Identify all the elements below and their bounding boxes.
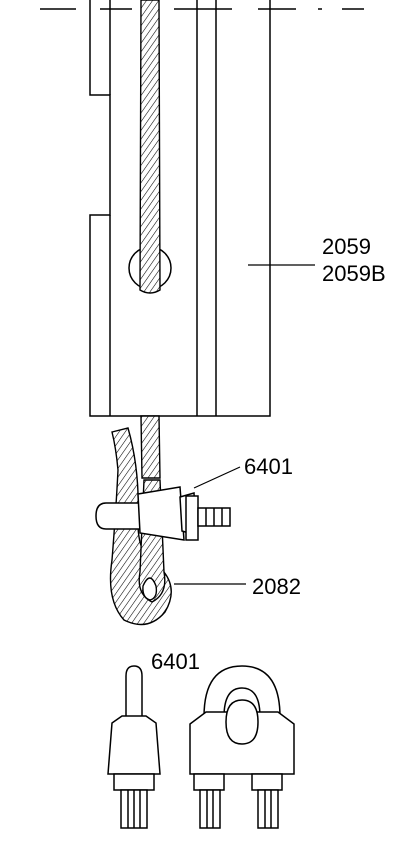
wire-rope-clip-6401 <box>95 486 231 541</box>
label-part-6401: 6401 <box>244 454 293 479</box>
steel-cable-upper <box>128 0 172 294</box>
label-part-2059: 2059 <box>322 234 371 259</box>
clamp-detail-side-view <box>107 665 161 829</box>
label-part-2082: 2082 <box>252 574 301 599</box>
bracket-plate <box>89 0 271 417</box>
detail-title-6401: 6401 <box>151 649 200 674</box>
label-part-2059b: 2059B <box>322 261 386 286</box>
leader-6401 <box>193 466 241 489</box>
clamp-detail-front-view <box>189 665 295 829</box>
leader-lines <box>174 264 315 585</box>
